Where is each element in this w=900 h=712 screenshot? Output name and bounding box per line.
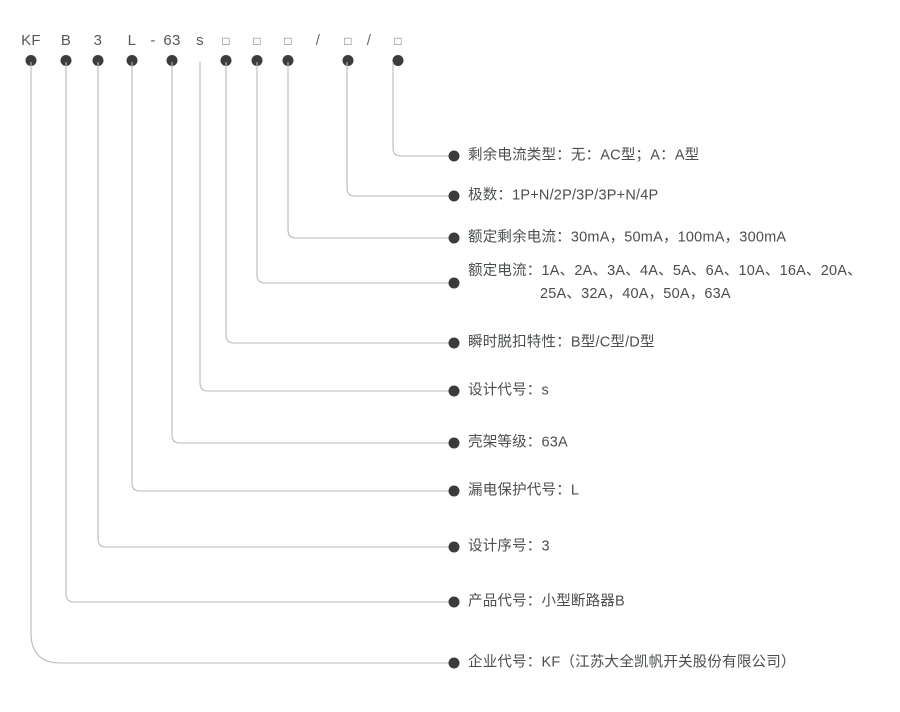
code-token-8: □ [253, 34, 261, 48]
code-token-11: □ [344, 34, 352, 48]
label-line-primary: 极数：1P+N/2P/3P/3P+N/4P [468, 187, 659, 204]
bullet-pole-number [448, 190, 460, 202]
code-token-10: / [315, 32, 321, 49]
connector-rated-current [256, 62, 450, 284]
label-line-primary: 产品代号：小型断路器B [468, 593, 625, 610]
label-residual-current-type: 剩余电流类型：无：AC型；A：A型 [468, 145, 699, 168]
connector-instantaneous-trip-characteristic [225, 62, 450, 344]
connector-residual-current-type [392, 62, 450, 157]
bullet-product-code [448, 596, 460, 608]
label-line-primary: 额定剩余电流：30mA，50mA，100mA，300mA [468, 229, 787, 246]
bullet-earth-leakage-protection-code [448, 485, 460, 497]
code-token-9: □ [284, 34, 292, 48]
label-line-primary: 剩余电流类型：无：AC型；A：A型 [468, 147, 700, 164]
bullet-enterprise-code [448, 657, 460, 669]
code-token-2: 3 [93, 32, 103, 49]
code-token-7: □ [222, 34, 230, 48]
bullet-residual-current-type [448, 150, 460, 162]
label-line-primary: 设计序号：3 [468, 538, 550, 555]
label-product-code: 产品代号：小型断路器B [468, 591, 625, 614]
label-enterprise-code: 企业代号：KF（江苏大全凯帆开关股份有限公司） [468, 652, 796, 675]
code-token-12: / [366, 32, 372, 49]
connector-rated-residual-current [287, 62, 450, 239]
bullet-design-code [448, 385, 460, 397]
code-node-dot [166, 55, 178, 66]
code-token-6: s [196, 32, 204, 49]
label-line-primary: 设计代号：s [468, 382, 549, 399]
code-token-4: - [150, 32, 156, 49]
code-node-dot [220, 55, 232, 66]
bullet-frame-rating [448, 437, 460, 449]
label-rated-current: 额定电流：1A、2A、3A、4A、5A、6A、10A、16A、20A、 25A、3… [468, 260, 862, 306]
connector-frame-rating [171, 62, 450, 444]
code-node-dot [251, 55, 263, 66]
bullet-rated-current [448, 277, 460, 289]
code-node-dot [392, 55, 404, 66]
label-line-primary: 额定电流：1A、2A、3A、4A、5A、6A、10A、16A、20A、 [468, 263, 862, 279]
label-pole-number: 极数：1P+N/2P/3P/3P+N/4P [468, 185, 658, 208]
label-line-primary: 瞬时脱扣特性：B型/C型/D型 [468, 334, 655, 351]
label-line-primary: 壳架等级：63A [468, 434, 568, 451]
label-frame-rating: 壳架等级：63A [468, 432, 568, 455]
connector-product-code [65, 62, 450, 603]
label-line-primary: 企业代号：KF（江苏大全凯帆开关股份有限公司） [468, 654, 796, 671]
bullet-rated-residual-current [448, 232, 460, 244]
code-node-dot [342, 55, 354, 66]
code-token-1: B [60, 32, 72, 49]
connector-design-code [199, 62, 450, 392]
model-code-string: KF B 3 L-63 s □ □ □ / □ / □ [0, 0, 900, 70]
connector-pole-number [346, 62, 450, 197]
label-rated-residual-current: 额定剩余电流：30mA，50mA，100mA，300mA [468, 227, 786, 250]
connector-enterprise-code [30, 62, 450, 664]
code-token-3: L [127, 32, 137, 49]
label-design-serial-number: 设计序号：3 [468, 536, 550, 559]
bullet-instantaneous-trip-characteristic [448, 337, 460, 349]
code-node-dot [92, 55, 104, 66]
code-token-5: 63 [163, 32, 181, 49]
code-node-dot [282, 55, 294, 66]
code-token-13: □ [394, 34, 402, 48]
code-node-dot [25, 55, 37, 66]
label-design-code: 设计代号：s [468, 380, 549, 403]
label-line-secondary: 25A、32A，40A，50A，63A [540, 286, 731, 302]
bullet-design-serial-number [448, 541, 460, 553]
label-earth-leakage-protection-code: 漏电保护代号：L [468, 480, 579, 503]
connector-design-serial-number [97, 62, 450, 548]
connector-earth-leakage-protection-code [131, 62, 450, 492]
code-node-dot [60, 55, 72, 66]
code-token-0: KF [21, 32, 41, 49]
code-node-dot [126, 55, 138, 66]
label-instantaneous-trip-characteristic: 瞬时脱扣特性：B型/C型/D型 [468, 332, 655, 355]
label-line-primary: 漏电保护代号：L [468, 482, 580, 499]
